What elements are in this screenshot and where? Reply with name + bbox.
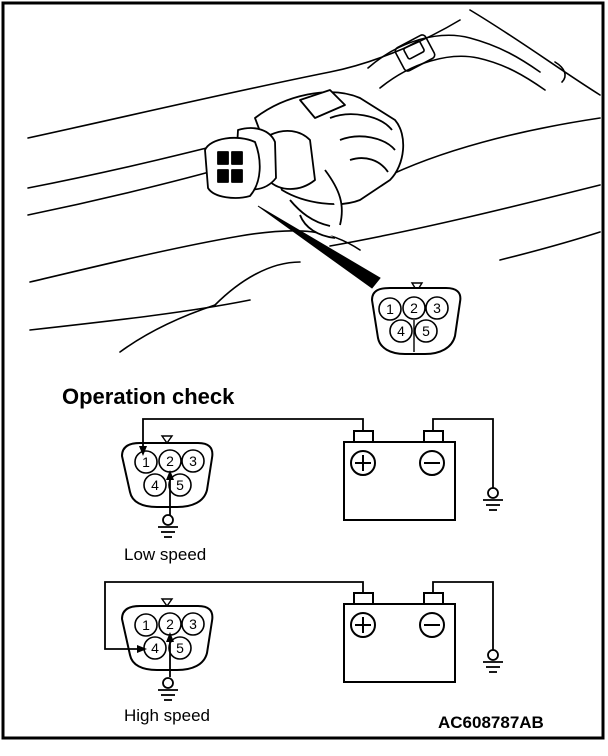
high-speed-circuit: 1 2 3 4 5 [104, 581, 503, 701]
vehicle-illustration [27, 9, 601, 353]
zoom-pin-1: 1 [386, 301, 394, 317]
zoom-pin-4: 4 [397, 323, 405, 339]
operation-check-title: Operation check [62, 384, 235, 409]
low-pin-2: 2 [166, 453, 174, 469]
zoom-pin-2: 2 [410, 300, 418, 316]
high-pin-5: 5 [176, 640, 184, 656]
vehicle-connector-assembly [204, 89, 405, 239]
low-speed-label: Low speed [124, 545, 207, 564]
low-ground-symbol-battery [483, 487, 503, 511]
high-ground-symbol-connector [158, 677, 178, 701]
low-pin-4: 4 [151, 477, 159, 493]
low-speed-circuit: 1 2 3 4 5 [120, 418, 503, 538]
zoom-pin-5: 5 [422, 323, 430, 339]
zoom-pin-3: 3 [433, 300, 441, 316]
figure-border [1, 1, 605, 740]
high-pin-4: 4 [151, 640, 159, 656]
figure-id: AC608787AB [438, 713, 544, 732]
high-negative-wire [432, 581, 494, 650]
high-battery [343, 592, 456, 683]
high-speed-label: High speed [124, 706, 211, 725]
low-ground-symbol-connector [158, 514, 178, 538]
high-pin-2: 2 [166, 616, 174, 632]
low-pin-5: 5 [176, 477, 184, 493]
low-negative-wire [432, 418, 494, 488]
low-pin-3: 3 [189, 453, 197, 469]
low-positive-wire [142, 418, 364, 453]
high-pin-3: 3 [189, 616, 197, 632]
low-battery [343, 430, 456, 521]
high-pin-1: 1 [142, 617, 150, 633]
detail-connector-zoom: 1 2 3 4 5 [370, 282, 462, 355]
detail-pointer-arrow [257, 205, 381, 289]
high-ground-symbol-battery [483, 649, 503, 673]
high-positive-wire [104, 581, 364, 650]
low-pin-1: 1 [142, 454, 150, 470]
